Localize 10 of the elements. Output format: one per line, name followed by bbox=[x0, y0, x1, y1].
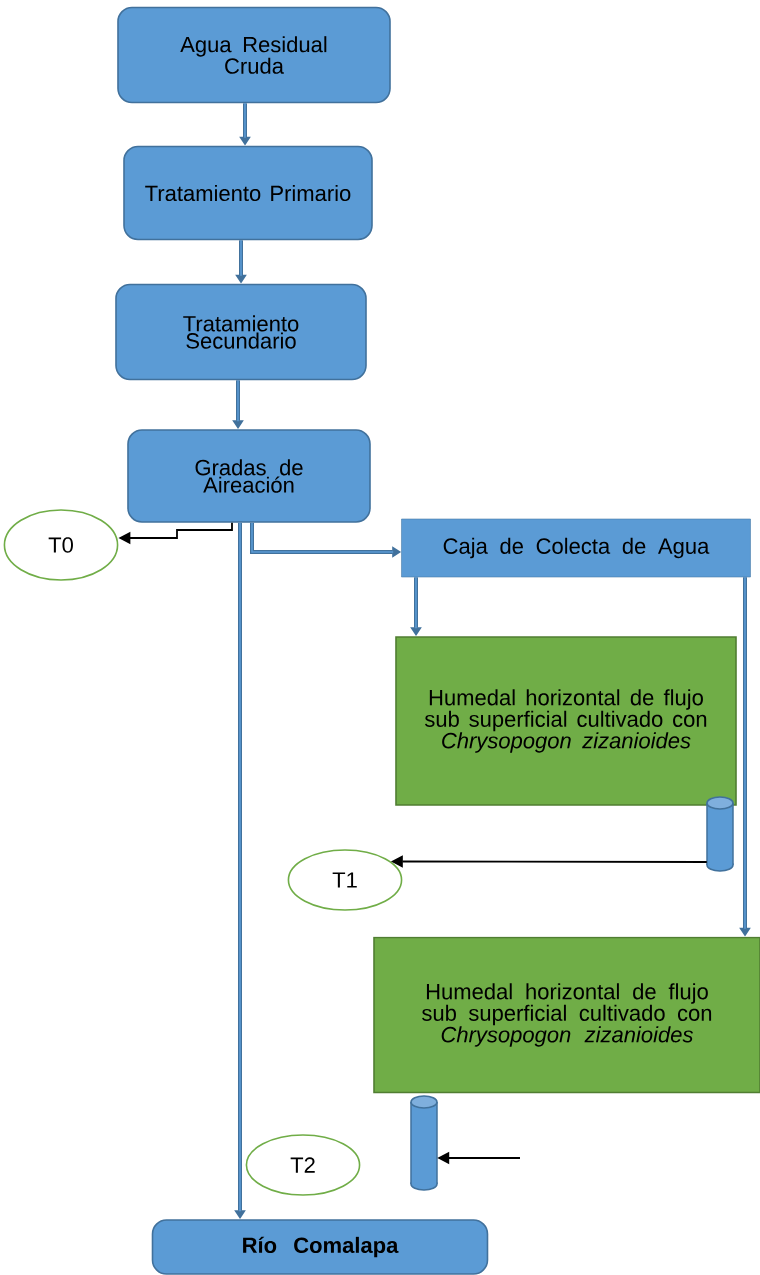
process-box: Río Comalapa bbox=[151, 1219, 489, 1275]
process-box: Tratamiento Primario bbox=[123, 145, 373, 241]
process-box: Tratamiento Secundario bbox=[115, 283, 367, 381]
process-box: Caja de Colecta de Agua bbox=[401, 518, 751, 578]
process-box: Humedal horizontal de flujo sub superficial cultivado con Chrysopogon zizanioides bbox=[395, 636, 737, 806]
process-box: Agua Residual Cruda bbox=[117, 6, 391, 104]
process-box: Humedal horizontal de flujo sub superficial cultivado con Chrysopogon zizanioides bbox=[373, 936, 760, 1094]
process-box: Gradas de Aireación bbox=[127, 429, 371, 523]
cylinder bbox=[706, 796, 734, 872]
cylinder bbox=[410, 1095, 438, 1191]
